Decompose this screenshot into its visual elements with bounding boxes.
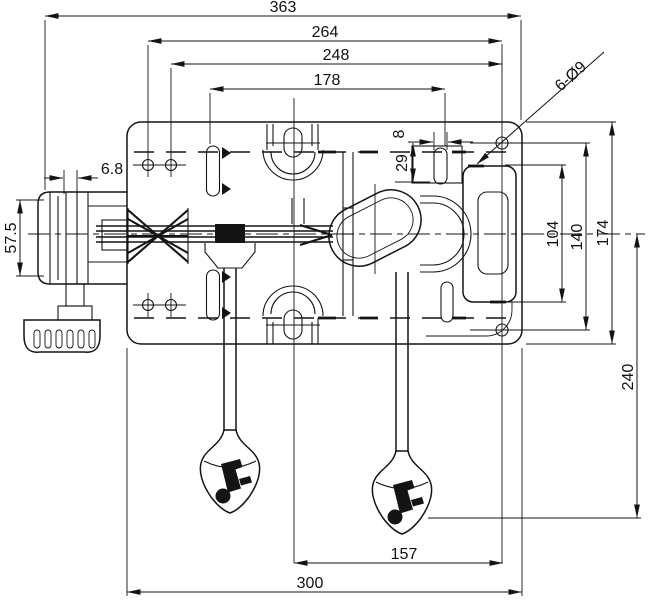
- dim-mount-span-a-label: 264: [312, 24, 339, 41]
- mounting-slots: [205, 145, 454, 323]
- side-bracket: [37, 191, 128, 285]
- centerlines: [28, 44, 645, 563]
- dim-mount-span-b-label: 248: [323, 47, 350, 64]
- dim-lever-reach-label: 240: [620, 364, 637, 391]
- right-bracket: [411, 145, 517, 303]
- central-rib: [291, 152, 354, 316]
- dim-bracket-height-small-label: 29: [394, 154, 411, 172]
- d-opening: [420, 195, 472, 273]
- right-lever: [371, 272, 433, 535]
- star-knob: [23, 283, 101, 353]
- cam-slot: [328, 184, 422, 274]
- dim-hole-row-span-outer-label: 140: [569, 224, 586, 251]
- dim-lever-tip-offset-label: 157: [391, 546, 418, 563]
- dim-hole-row-span-inner-label: 104: [545, 221, 562, 248]
- dim-mount-length-label: 300: [297, 575, 324, 592]
- dimension-labels: 363 264 248 178 157 300 104 140 174 240 …: [3, 0, 637, 592]
- mounting-holes-right: [495, 136, 509, 337]
- cable-clamp-bottom: [262, 285, 324, 344]
- dim-edge-offset-label: 8: [391, 129, 408, 138]
- extension-lines: [16, 20, 641, 596]
- dim-overall-length-label: 363: [270, 0, 297, 16]
- dimension-lines: [17, 13, 640, 595]
- dim-slot-span-label: 178: [314, 72, 341, 89]
- dim-plate-gap-label: 6.8: [101, 161, 123, 178]
- cable-band: [96, 208, 333, 264]
- dim-side-bracket-height-label: 57.5: [3, 222, 20, 253]
- mounting-holes-left: [133, 153, 186, 317]
- dim-holes-callout-label: 6-Ø9: [552, 58, 590, 95]
- section-dashes: [318, 150, 506, 320]
- dim-body-depth-label: 174: [595, 220, 612, 247]
- left-lever: [199, 243, 261, 514]
- cable-clamp-top: [262, 124, 324, 181]
